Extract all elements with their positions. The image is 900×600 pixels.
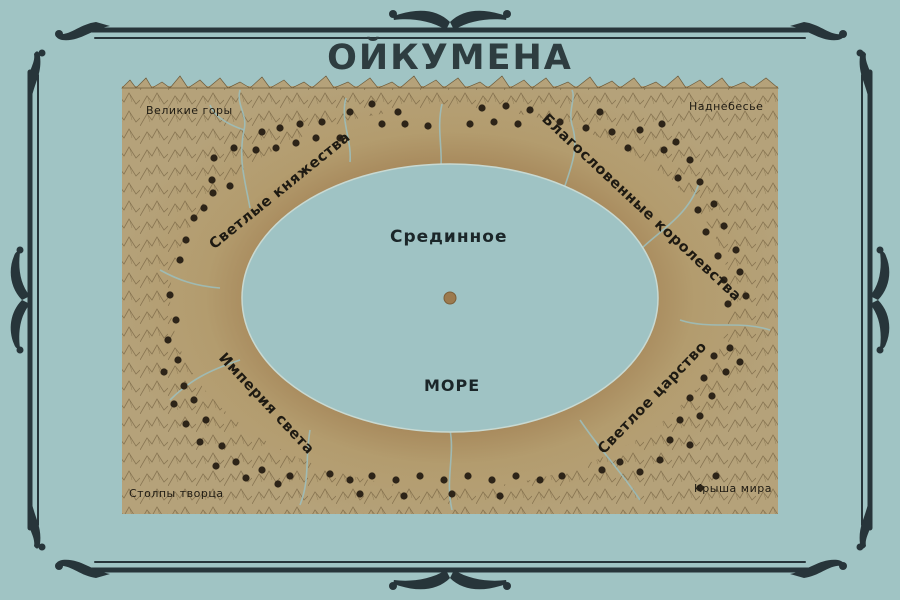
label-great-mountains: Великие горы: [146, 104, 233, 117]
label-pillars-of-creator: Столпы творца: [129, 487, 224, 500]
map-title: ОЙКУМЕНА: [327, 38, 573, 78]
sea-name-line1: Срединное: [390, 227, 508, 247]
frame-flourish-icons: [10, 10, 890, 590]
rivers-icon: [159, 89, 771, 511]
center-island-icon: [443, 291, 457, 305]
sea-name-line2: море: [424, 376, 481, 395]
mountain-peaks-icon: [121, 75, 779, 89]
label-roof-of-world: Крыша мира: [694, 482, 772, 495]
forest-icon: [160, 100, 750, 500]
label-nadnebesye: Наднебесье: [689, 100, 764, 113]
